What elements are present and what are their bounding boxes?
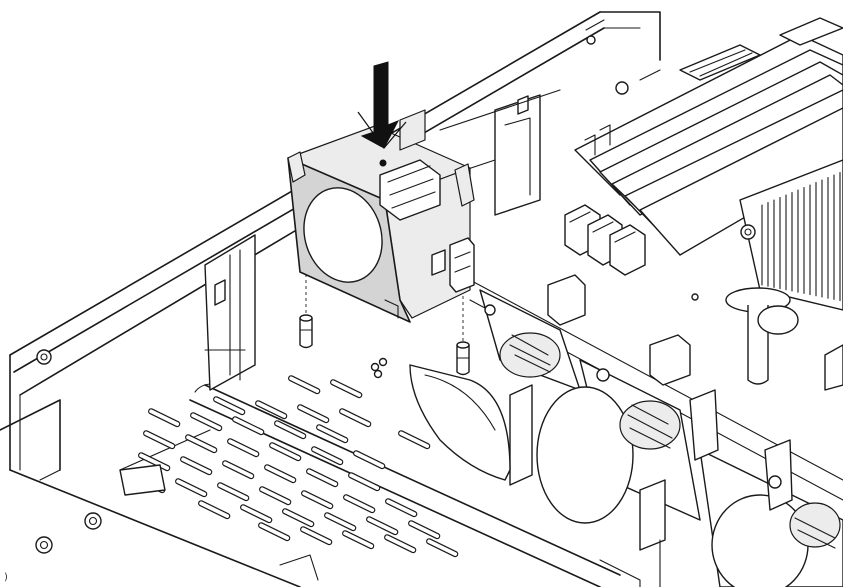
fan-blade-opening	[303, 187, 383, 283]
screw-icon	[36, 349, 52, 365]
vent-slot	[185, 434, 218, 454]
heat-sink	[739, 159, 843, 311]
chassis-corner	[599, 11, 661, 61]
floor-line	[39, 469, 61, 481]
vent-slot	[311, 446, 344, 466]
vent-slot	[297, 404, 330, 424]
vent-slot	[190, 412, 223, 432]
heat-sink-screw	[740, 224, 756, 240]
vent-slot	[385, 498, 418, 518]
air-baffle-post	[691, 287, 799, 385]
vent-slot	[274, 420, 307, 440]
vent-slot	[232, 416, 265, 436]
vent-slot	[258, 522, 291, 542]
fan-hub	[789, 502, 841, 548]
vent-slot	[138, 452, 171, 472]
vent-slot	[398, 430, 431, 450]
alignment-pin-left	[299, 318, 313, 349]
vent-slot	[240, 504, 273, 524]
vent-slot	[227, 438, 260, 458]
chassis	[0, 11, 661, 587]
vent-slot	[148, 408, 181, 428]
floor-clip	[279, 554, 319, 581]
vent-slot	[269, 442, 302, 462]
vent-slot	[353, 450, 386, 470]
chassis-side-wall-edge	[19, 209, 331, 396]
alignment-pin-right	[456, 345, 470, 376]
vent-slot	[426, 538, 459, 558]
vent-slot	[175, 478, 208, 498]
dimm-slots	[574, 17, 843, 256]
vent-slot	[264, 464, 297, 484]
vent-slot	[217, 482, 250, 502]
floor-clip	[119, 464, 166, 496]
vent-slot	[259, 486, 292, 506]
vent-slot	[180, 456, 213, 476]
down-arrow-icon	[357, 61, 407, 149]
wall-hole	[586, 35, 596, 45]
screw-head	[40, 353, 48, 361]
vent-slot	[342, 530, 375, 550]
standoff	[615, 81, 629, 95]
vent-slot	[288, 375, 321, 395]
fan-module-handle	[379, 159, 441, 221]
vent-slot	[408, 520, 441, 540]
push-point	[379, 159, 387, 167]
floor-rib-curve	[194, 383, 211, 393]
floor-rib-inner	[204, 384, 621, 576]
fan-connector	[449, 237, 475, 293]
vent-slot	[343, 494, 376, 514]
vent-slot	[198, 500, 231, 520]
vent-slot	[255, 400, 288, 420]
vent-slot	[339, 408, 372, 428]
vent-slot	[300, 526, 333, 546]
power-connector	[679, 44, 761, 81]
vent-slot	[282, 508, 315, 528]
fan-cage-left-bracket	[204, 234, 256, 391]
empty-fan-bay	[370, 357, 511, 481]
vent-slot	[384, 534, 417, 554]
fan-cage-clip	[547, 274, 586, 326]
fan-cage-frame	[469, 274, 843, 587]
vent-slot	[213, 396, 246, 416]
wall-slot	[585, 19, 605, 31]
fan-blade-housing	[536, 386, 634, 524]
vent-slot	[330, 379, 363, 399]
vent-slot	[324, 512, 357, 532]
alignment-pins	[299, 268, 470, 376]
fan-hub	[619, 400, 681, 450]
vent-slot	[306, 468, 339, 488]
vent-slot	[316, 424, 349, 444]
fan-cage-back-panel	[329, 89, 561, 216]
fan-blade-housing	[711, 494, 809, 587]
corner-mark: )	[4, 572, 8, 583]
vent-slot	[366, 516, 399, 536]
chassis-front-bottom-edge	[9, 469, 301, 587]
connector-block	[564, 204, 646, 276]
floor-line	[119, 429, 211, 471]
floor-holes	[35, 464, 319, 581]
fan-module	[287, 109, 475, 323]
vent-slot	[222, 460, 255, 480]
chassis-front-bracket	[0, 399, 61, 471]
fan-cage-clip	[649, 334, 691, 386]
vent-slot	[301, 490, 334, 510]
vent-slot	[143, 430, 176, 450]
vent-slot	[348, 472, 381, 492]
